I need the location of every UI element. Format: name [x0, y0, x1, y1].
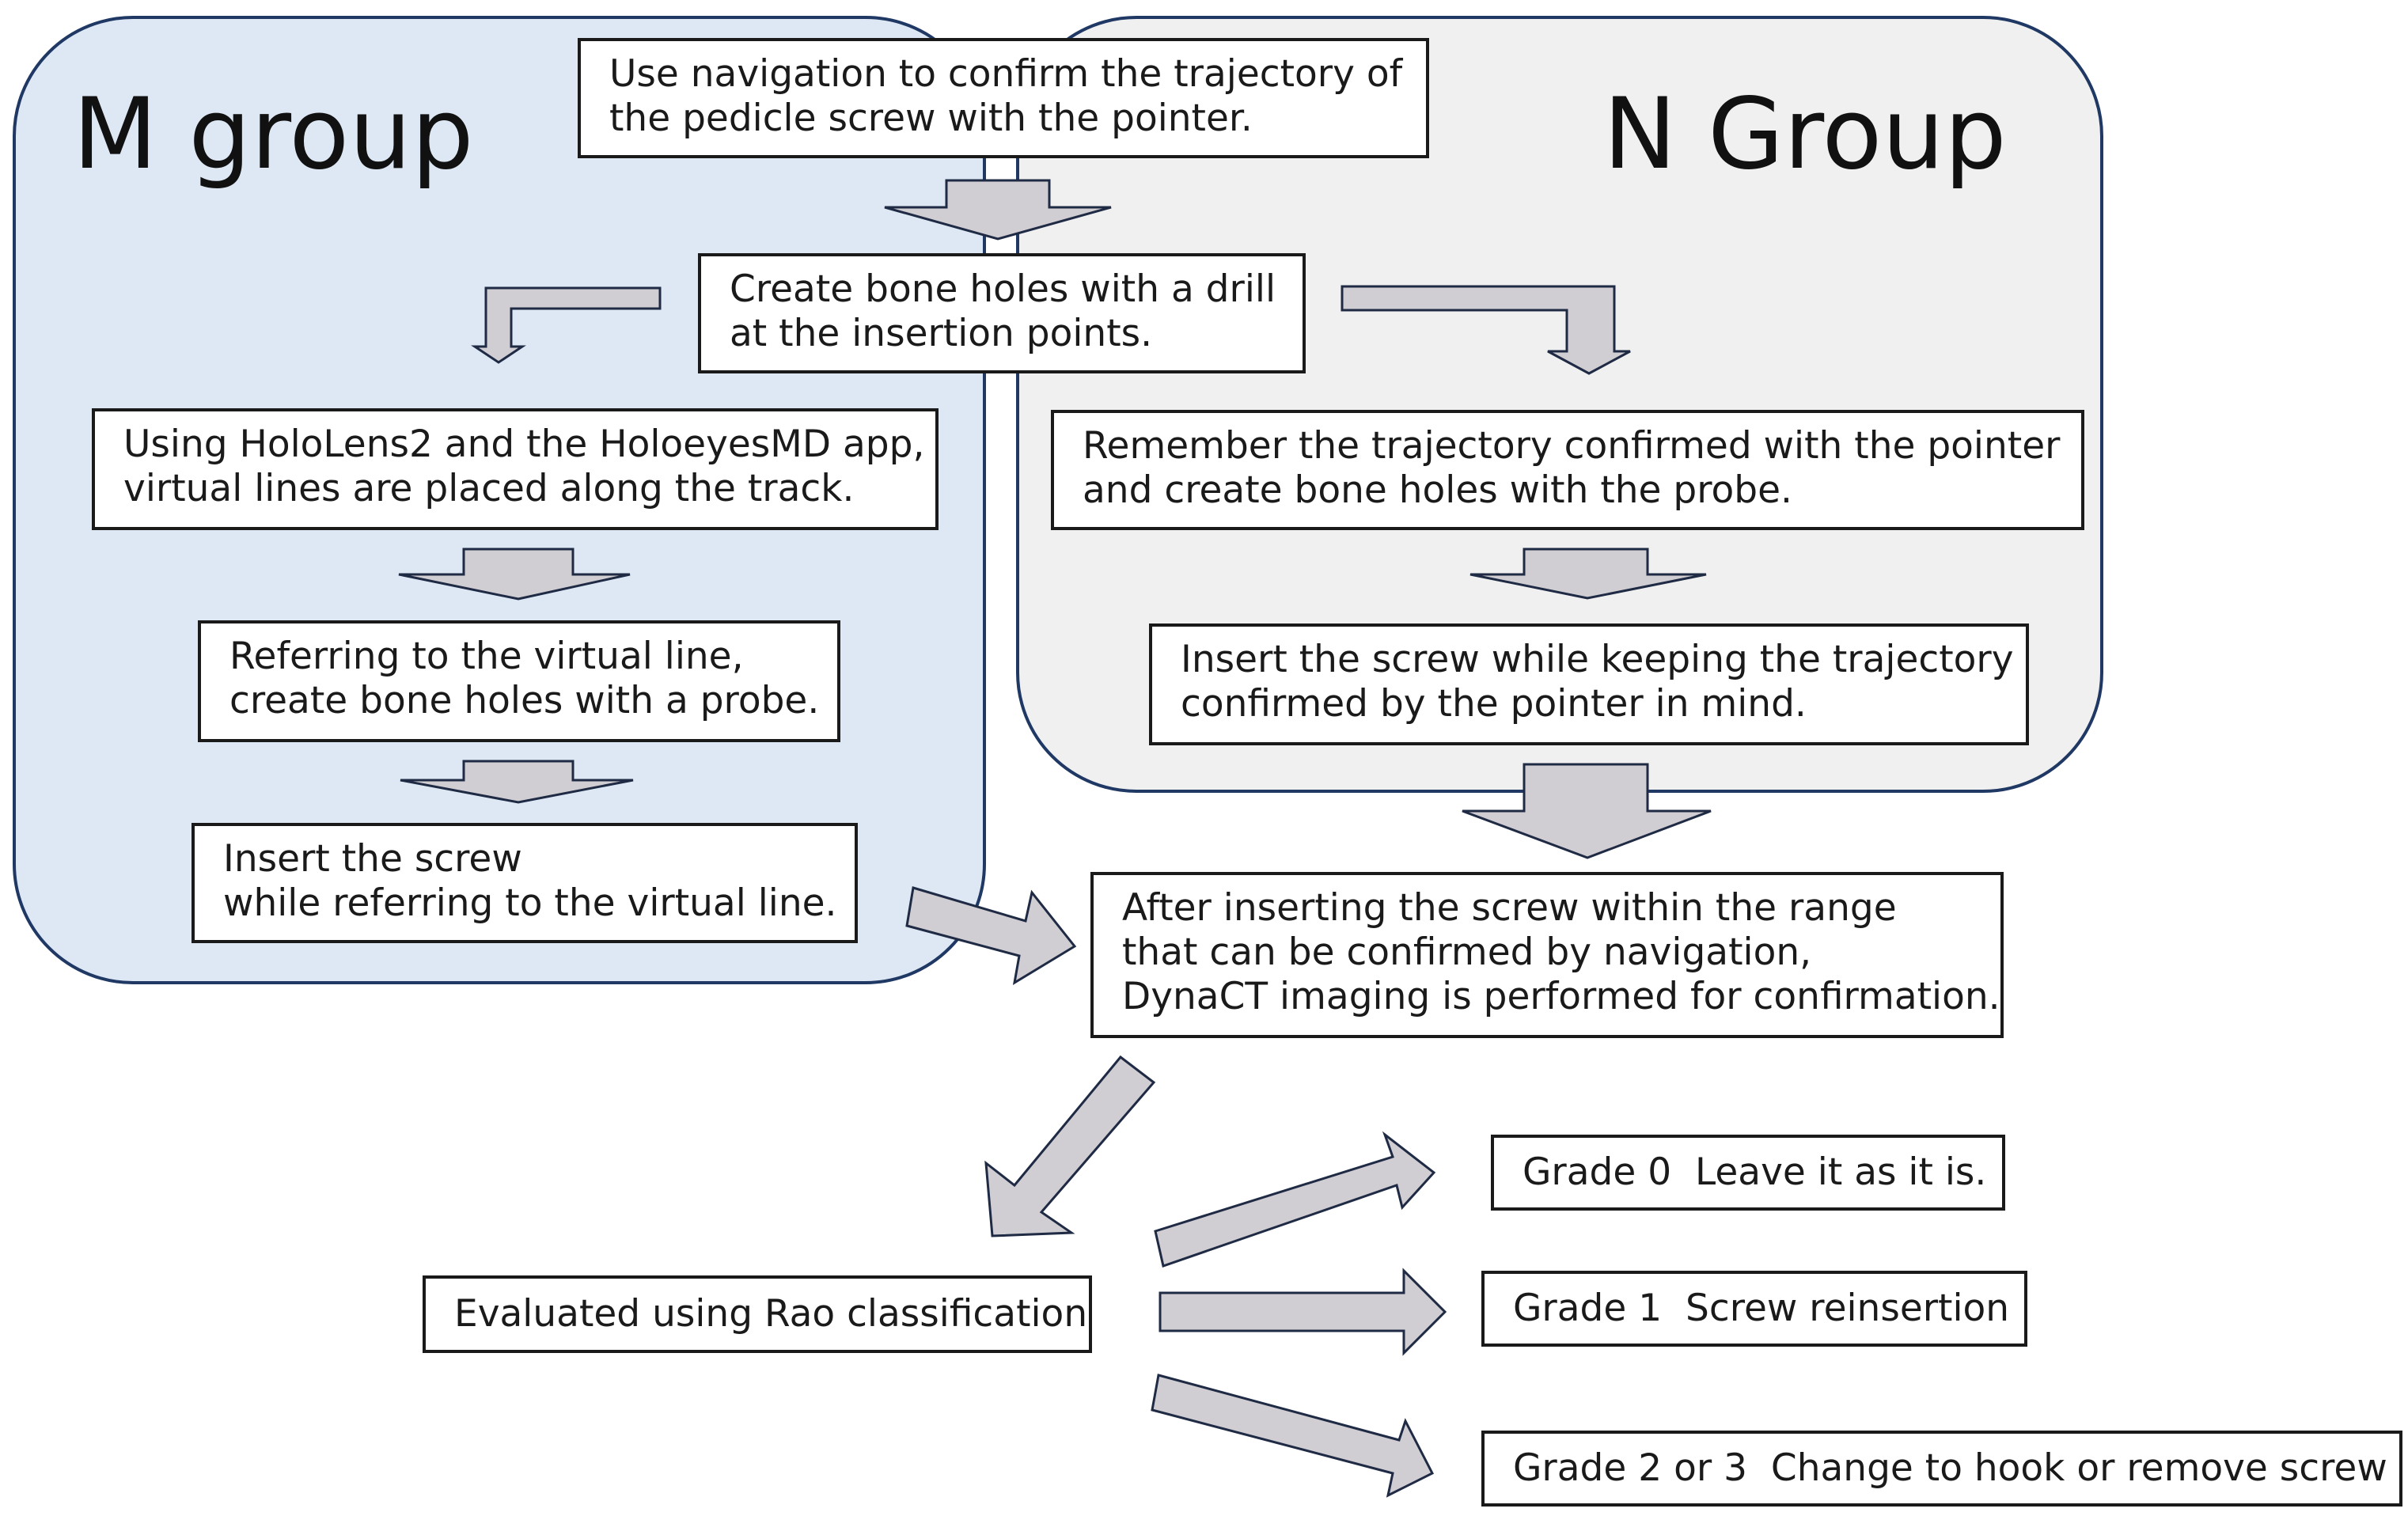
arrow-drill-to-m-group [471, 286, 662, 364]
grade-1-box: Grade 1 Screw reinsertion [1481, 1271, 2027, 1347]
step-m-probe-holes: Referring to the virtual line, create bo… [198, 620, 840, 742]
arrow-rao-to-grade-1 [1158, 1268, 1447, 1356]
arrow-down-m-virtual-to-probe [398, 548, 631, 601]
n-group-title: N Group [1603, 78, 2007, 191]
arrow-down-n-insert-to-dynact [1462, 763, 1712, 859]
step-m-virtual-lines: Using HoloLens2 and the HoloeyesMD app, … [92, 408, 939, 530]
m-group-title: M group [73, 78, 474, 191]
grade-0-box: Grade 0 Leave it as it is. [1491, 1135, 2005, 1211]
step-n-remember-trajectory: Remember the trajectory confirmed with t… [1051, 410, 2084, 530]
step-drill-holes: Create bone holes with a drill at the in… [698, 253, 1306, 373]
arrow-m-insert-to-dynact-shape [905, 886, 1077, 985]
arrow-drill-to-n-group [1341, 285, 1631, 375]
arrow-down-navigation-to-drill [884, 179, 1112, 241]
arrow-rao-to-grade-2-3 [1151, 1374, 1435, 1498]
arrow-dynact-to-rao [984, 1055, 1156, 1237]
arrow-down-n-remember-to-insert [1469, 548, 1707, 600]
arrow-down-m-probe-to-insert [400, 760, 634, 804]
grade-2-3-box: Grade 2 or 3 Change to hook or remove sc… [1481, 1431, 2402, 1507]
step-n-insert-screw: Insert the screw while keeping the traje… [1149, 623, 2029, 745]
step-rao-evaluation: Evaluated using Rao classification [423, 1275, 1092, 1353]
arrow-rao-to-grade-0 [1154, 1131, 1436, 1268]
step-dynact-confirm: After inserting the screw within the ran… [1090, 872, 2004, 1038]
step-navigation-confirm: Use navigation to confirm the trajectory… [578, 38, 1429, 158]
step-m-insert-screw: Insert the screw while referring to the … [192, 823, 858, 943]
